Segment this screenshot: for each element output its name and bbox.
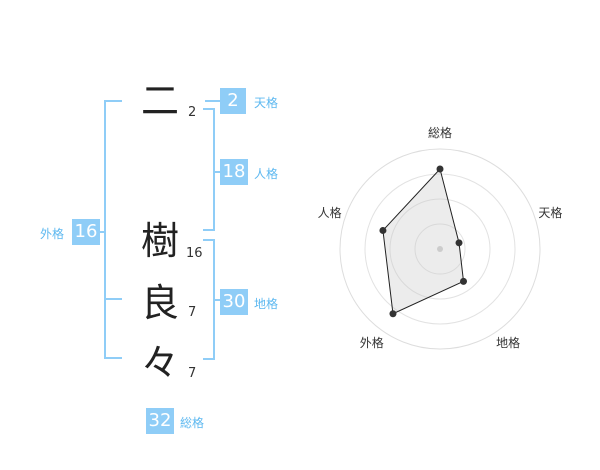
chikaku-label: 地格	[254, 297, 279, 311]
radar-point-1	[436, 165, 444, 173]
stroke-count-1: 2	[188, 105, 197, 120]
jinkaku-value-badge: 18	[220, 159, 248, 185]
soukaku-label: 総格	[180, 416, 205, 430]
radar-point-2	[455, 239, 463, 247]
radar-axis-label-1: 総格	[428, 125, 452, 140]
gaikaku-value-badge: 16	[72, 219, 100, 245]
radar-ring	[414, 223, 466, 275]
name-char-2: 樹	[140, 219, 179, 263]
name-char-1: 二	[140, 79, 179, 123]
radar-point-5	[379, 226, 387, 234]
name-char-3: 良	[140, 281, 179, 325]
tenkaku-label: 天格	[254, 96, 279, 110]
name-char-4: 々	[140, 341, 179, 385]
chikaku-connector	[213, 299, 221, 301]
stroke-count-3: 7	[188, 305, 197, 320]
chikaku-bracket-bottom	[203, 358, 215, 360]
radar-axis-label-4: 外格	[360, 335, 384, 350]
gaikaku-label: 外格	[40, 227, 65, 241]
radar-axis-label-3: 地格	[496, 335, 520, 350]
radar-axis-label-2: 天格	[538, 205, 562, 220]
radar-axis-label-5: 人格	[318, 205, 342, 220]
jinkaku-bracket-bottom	[203, 229, 215, 231]
gaikaku-bracket-vertical	[104, 100, 106, 359]
jinkaku-label: 人格	[254, 167, 279, 181]
radar-center-dot	[437, 246, 443, 252]
tenkaku-value-badge: 2	[220, 88, 246, 114]
radar-ring	[389, 198, 491, 300]
gaikaku-bracket-connector	[98, 231, 106, 233]
radar-data-polygon	[382, 167, 465, 315]
radar-point-4	[389, 310, 397, 318]
chikaku-bracket-top	[203, 239, 215, 241]
chikaku-value-badge: 30	[220, 289, 248, 315]
jinkaku-bracket-vertical	[213, 108, 215, 231]
stroke-count-2: 16	[186, 246, 203, 261]
gaikaku-bracket-mid	[104, 298, 122, 300]
radar-point-3	[460, 277, 468, 285]
gaikaku-bracket-top	[104, 100, 122, 102]
jinkaku-connector	[213, 171, 221, 173]
radar-ring	[364, 173, 516, 325]
soukaku-value-badge: 32	[146, 408, 174, 434]
stroke-count-4: 7	[188, 366, 197, 381]
jinkaku-bracket-top	[203, 108, 215, 110]
tenkaku-connector	[205, 100, 220, 102]
gaikaku-bracket-bottom	[104, 357, 122, 359]
